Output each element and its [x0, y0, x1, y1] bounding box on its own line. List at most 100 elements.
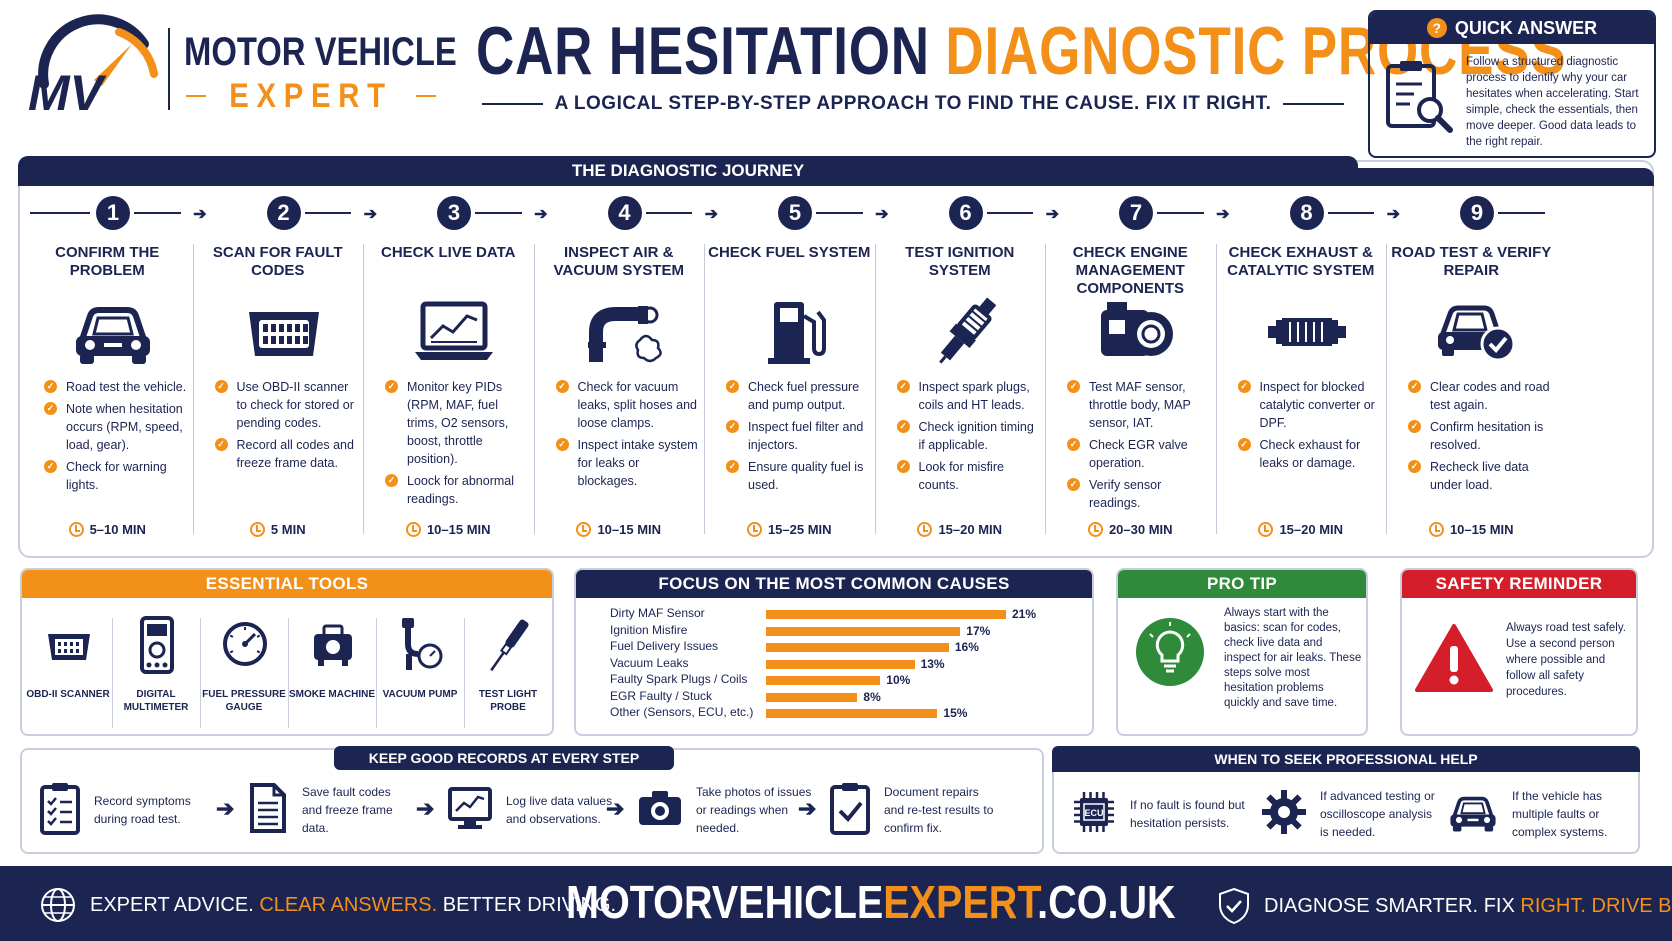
quick-answer-panel: ? QUICK ANSWER Follow a structured diagn… — [1368, 10, 1656, 158]
step-item: Inspect spark plugs, coils and HT leads. — [896, 378, 1040, 414]
step-3: ➔ 3 CHECK LIVE DATA Monitor key PIDs (RP… — [363, 196, 548, 552]
step-item: Look for misfire counts. — [896, 458, 1040, 494]
step-checklist: Road test the vehicle.Note when hesitati… — [44, 378, 187, 498]
car-icon — [72, 296, 154, 368]
step-item: Check for warning lights. — [44, 458, 187, 494]
spark-plug-icon — [925, 296, 1007, 368]
step-item: Record all codes and freeze frame data. — [214, 436, 358, 472]
cause-value: 8% — [863, 689, 881, 704]
help-text: If advanced testing or oscilloscope anal… — [1320, 789, 1435, 839]
step-time: 10–15 MIN — [363, 522, 534, 537]
car-icon — [1448, 790, 1498, 839]
brand-title: MOTOR VEHICLE — [184, 30, 457, 74]
essential-tools-panel: ESSENTIAL TOOLS OBD-II SCANNER DIGITAL M… — [20, 568, 554, 736]
url-part-a: MOTORVEHICLE — [566, 876, 884, 928]
step-item: Inspect intake system for leaks or block… — [555, 436, 699, 490]
brand-sub-text: EXPERT — [229, 76, 393, 115]
step-item: Ensure quality fuel is used. — [726, 458, 869, 494]
step-divider — [1386, 244, 1387, 534]
clock-icon — [405, 522, 421, 537]
step-number: 3 — [437, 196, 471, 230]
checklist-icon — [38, 781, 82, 840]
step-time: 5–10 MIN — [22, 522, 193, 537]
step-item: Check fuel pressure and pump output. — [726, 378, 869, 414]
record-text: Document repairs and re-test results to … — [884, 785, 994, 835]
clock-icon — [746, 522, 762, 537]
common-causes-panel: FOCUS ON THE MOST COMMON CAUSES Dirty MA… — [574, 568, 1094, 736]
intake-pipe-icon — [584, 296, 666, 368]
pro-tip-panel: PRO TIP Always start with the basics: sc… — [1116, 568, 1368, 736]
arrow-right-icon: ➔ — [606, 796, 625, 821]
step-number: 7 — [1119, 196, 1153, 230]
time-text: 15–25 MIN — [767, 522, 832, 537]
step-divider — [363, 244, 364, 534]
step-title: INSPECT AIR & VACUUM SYSTEM — [553, 244, 685, 279]
step-2: ➔ 2 SCAN FOR FAULT CODES Use OBD-II scan… — [193, 196, 377, 552]
causes-title: FOCUS ON THE MOST COMMON CAUSES — [576, 570, 1092, 598]
question-icon: ? — [1426, 18, 1447, 38]
tool-label: VACUUM PUMP — [382, 689, 458, 700]
arrow-right-icon: ➔ — [416, 796, 435, 821]
shield-check-icon — [1219, 887, 1249, 925]
journey-title: THE DIAGNOSTIC JOURNEY — [18, 156, 1358, 186]
step-title: CHECK ENGINE MANAGEMENT COMPONENTS — [1072, 244, 1188, 297]
vacuum-pump-icon — [398, 614, 444, 676]
cause-value: 16% — [954, 640, 979, 654]
step-title: ROAD TEST & VERIFY REPAIR — [1391, 244, 1552, 279]
step-number: 2 — [266, 196, 301, 230]
step-time: 10–15 MIN — [1386, 522, 1557, 537]
record-item: Log live data values and observations. — [446, 780, 616, 840]
step-item: Note when hesitation occurs (RPM, speed,… — [44, 400, 187, 454]
gear-icon — [1262, 789, 1306, 839]
step-4: ➔ 4 INSPECT AIR & VACUUM SYSTEM Check fo… — [534, 196, 718, 552]
ecu-chip-icon: ECU — [1072, 790, 1116, 839]
footer-right-d: DRIVE BETTER. — [1591, 894, 1672, 917]
step-checklist: Inspect for blocked catalytic converter … — [1237, 378, 1381, 476]
document-icon — [246, 781, 290, 840]
step-checklist: Test MAF sensor, throttle body, MAP sens… — [1067, 378, 1210, 516]
step-title: TEST IGNITION SYSTEM — [905, 244, 1015, 279]
arrow-right-icon: ➔ — [216, 796, 235, 821]
time-text: 20–30 MIN — [1108, 522, 1173, 537]
step-item: Check EGR valve operation. — [1067, 436, 1210, 472]
connector-line — [30, 212, 90, 214]
step-item: Check exhaust for leaks or damage. — [1237, 436, 1381, 472]
step-item: Confirm hesitation is resolved. — [1408, 418, 1551, 454]
safety-title: SAFETY REMINDER — [1402, 570, 1636, 598]
time-text: 10–15 MIN — [597, 522, 662, 537]
clock-icon — [1087, 522, 1103, 537]
step-divider — [1045, 244, 1046, 534]
cause-bar — [766, 709, 938, 718]
clock-icon — [576, 522, 592, 537]
step-number: 9 — [1460, 196, 1494, 230]
subtitle-text: A LOGICAL STEP-BY-STEP APPROACH TO FIND … — [554, 93, 1272, 114]
catalytic-converter-icon — [1266, 296, 1348, 368]
record-text: Record symptoms during road test. — [94, 794, 191, 826]
help-item: If advanced testing or oscilloscope anal… — [1262, 784, 1444, 844]
footer-right-c: RIGHT. — [1520, 894, 1586, 917]
obd-connector-icon — [243, 296, 325, 368]
arrow-right-icon: ➔ — [1386, 206, 1400, 223]
step-item: Verify sensor readings. — [1067, 476, 1210, 512]
cause-label: Ignition Misfire — [610, 622, 688, 637]
cause-bar — [766, 643, 949, 652]
step-divider — [533, 244, 535, 534]
cause-value: 21% — [1012, 607, 1037, 621]
gauge-icon — [222, 614, 268, 676]
tool-item: FUEL PRESSURE GAUGE — [200, 602, 288, 732]
step-6: ➔ 6 TEST IGNITION SYSTEM Inspect spark p… — [875, 196, 1059, 552]
record-text: Log live data values and observations. — [506, 794, 613, 826]
step-divider — [704, 244, 705, 534]
pro-tip-title: PRO TIP — [1118, 570, 1366, 598]
help-title: WHEN TO SEEK PROFESSIONAL HELP — [1052, 746, 1640, 772]
footer-url[interactable]: MOTORVEHICLEEXPERT.CO.UK — [566, 875, 1176, 929]
arrow-right-icon: ➔ — [1045, 206, 1059, 223]
cause-bar — [766, 659, 915, 669]
arrow-right-icon: ➔ — [704, 206, 718, 223]
svg-text:MV: MV — [28, 65, 107, 121]
connector-line — [1157, 212, 1204, 214]
time-text: 15–20 MIN — [938, 522, 1003, 537]
connector-line — [816, 212, 863, 214]
step-checklist: Clear codes and road test again.Confirm … — [1408, 378, 1551, 498]
step-7: ➔ 7 CHECK ENGINE MANAGEMENT COMPONENTS T… — [1045, 196, 1230, 552]
